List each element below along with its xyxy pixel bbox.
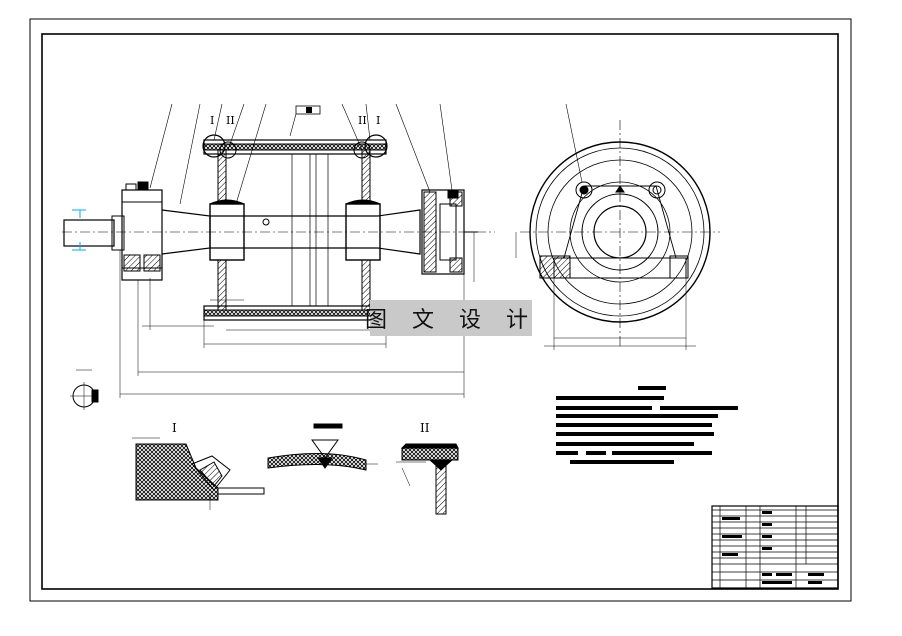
title-block	[711, 505, 839, 589]
shaft-cross-section	[70, 369, 99, 410]
detail-two-view	[396, 443, 459, 515]
svg-text:II: II	[358, 114, 367, 127]
outer-border	[29, 18, 852, 602]
svg-text:I: I	[210, 114, 214, 127]
inner-border	[41, 33, 839, 590]
end-view	[515, 103, 720, 350]
svg-text:II: II	[226, 114, 235, 127]
watermark-text: 图 文 设 计	[365, 308, 537, 333]
shaft-marker	[262, 218, 270, 226]
weld-detail-view	[267, 423, 378, 471]
roller-section-view	[62, 103, 495, 398]
svg-text:I: I	[376, 114, 380, 127]
detail-one-view	[132, 437, 265, 510]
detail-one-title: I	[172, 421, 177, 435]
watermark-label: 图 文 设 计	[365, 300, 532, 336]
detail-two-title: II	[420, 421, 430, 435]
surface-finish-symbol	[295, 105, 321, 115]
title-block-fills	[722, 511, 824, 584]
detail-callout-labels: I II II I	[210, 114, 380, 127]
section-marker-left	[72, 209, 86, 251]
technical-requirements-block	[556, 386, 738, 464]
